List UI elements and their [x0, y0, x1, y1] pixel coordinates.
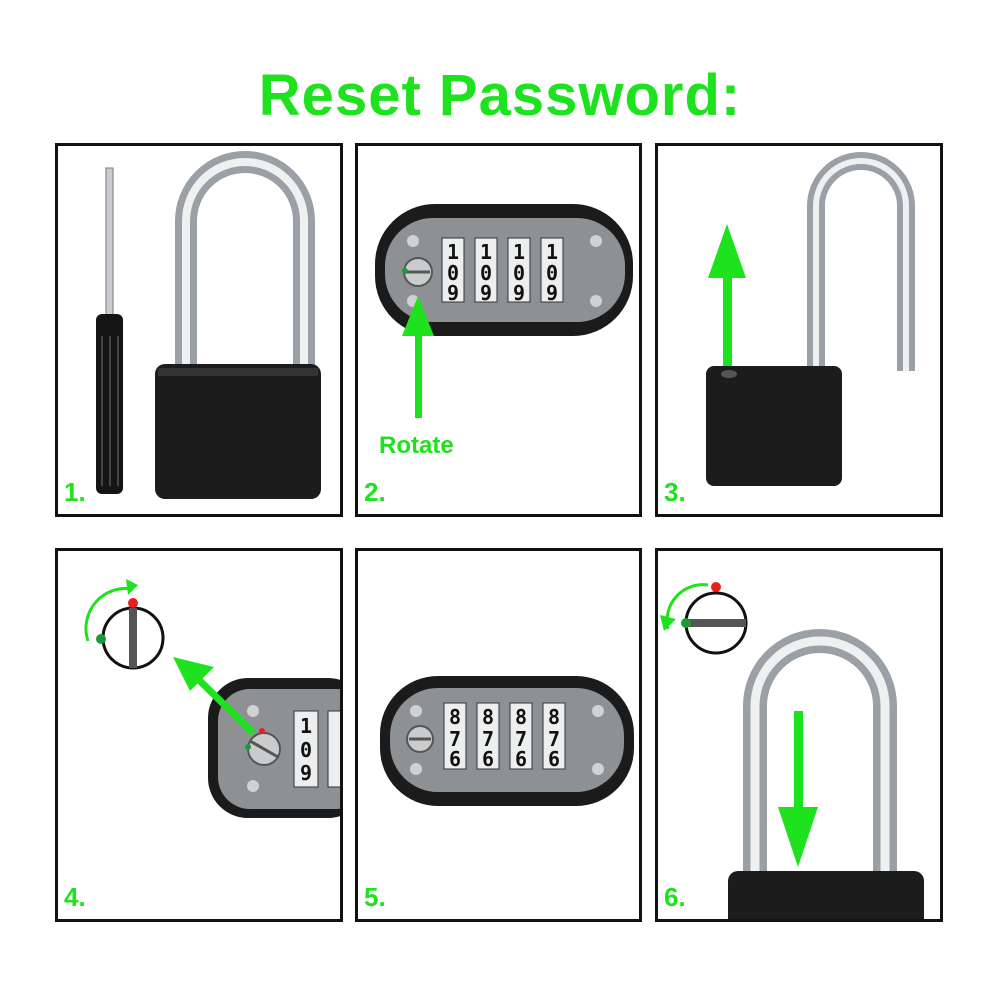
digit-wheels: [441, 237, 564, 303]
wheel-digit: 7: [548, 727, 560, 751]
step-number: 5.: [364, 882, 386, 912]
wheel-digit: 6: [449, 747, 461, 771]
step-number: 4.: [64, 882, 86, 912]
padlock-closing-icon: [728, 629, 924, 919]
step-3-illustration: [706, 152, 915, 486]
wheel-digit: 0: [513, 261, 525, 285]
arrow-down-icon: [778, 711, 818, 867]
arrow-up-icon: [402, 296, 434, 418]
wheel-digit: 0: [546, 261, 558, 285]
wheel-digit: 1: [546, 240, 558, 264]
wheel-digit: 8: [482, 705, 494, 729]
step-5-illustration: 8 7 6 8 7 6 8 7 6 8 7 6: [380, 676, 634, 806]
wheel-digit: 7: [515, 727, 527, 751]
page-title: Reset Password:: [258, 63, 742, 128]
wheel-digit: 6: [482, 747, 494, 771]
step-1-illustration: [96, 151, 321, 499]
step-4-panel: 1 0 9 4.: [55, 548, 343, 922]
wheel-digit: 9: [546, 281, 558, 305]
wheel-digit: 9: [300, 761, 312, 785]
rotate-clockwise-indicator-icon: [84, 579, 165, 670]
step-3-panel: 3.: [655, 143, 943, 517]
step-2-panel: 1 0 9 1 0 9 1 0 9 1 0 9 Rotate 2.: [355, 143, 642, 517]
step-5-panel: 8 7 6 8 7 6 8 7 6 8 7 6 5.: [355, 548, 642, 922]
dial-window: [380, 676, 634, 806]
step-number: 6.: [664, 882, 686, 912]
wheel-digit: 9: [480, 281, 492, 305]
wheel-digit: 0: [480, 261, 492, 285]
padlock-closed-icon: [155, 151, 321, 499]
dial-window: 1 0 9 1 0 9 1 0 9 1 0 9: [375, 204, 633, 336]
step-6-illustration: [660, 582, 924, 919]
step-1-panel: 1.: [55, 143, 343, 517]
padlock-open-icon: [706, 152, 915, 486]
arrow-up-icon: [708, 224, 746, 366]
wheel-digit: 8: [449, 705, 461, 729]
wheel-digit: 0: [300, 738, 312, 762]
step-number: 1.: [64, 477, 86, 507]
wheel-digit: 6: [548, 747, 560, 771]
dial-window: [208, 678, 340, 818]
wheel-digit: 1: [480, 240, 492, 264]
rotate-label: Rotate: [379, 432, 454, 459]
wheel-digit: 1: [447, 240, 459, 264]
wheel-digit: 1: [300, 714, 312, 738]
wheel-digit: 7: [482, 727, 494, 751]
wheel-digit: 6: [515, 747, 527, 771]
wheel-digit: 0: [447, 261, 459, 285]
screwdriver-icon: [96, 167, 123, 494]
wheel-digit: 7: [449, 727, 461, 751]
wheel-digit: 8: [548, 705, 560, 729]
wheel-digit: 9: [513, 281, 525, 305]
wheel-digit: 8: [515, 705, 527, 729]
step-4-illustration: 1 0 9: [84, 579, 340, 818]
step-2-illustration: 1 0 9 1 0 9 1 0 9 1 0 9: [375, 204, 633, 418]
pointer-arrow-icon: [173, 657, 256, 736]
wheel-digit: 1: [513, 240, 525, 264]
step-number: 3.: [664, 477, 686, 507]
wheel-digit: 9: [447, 281, 459, 305]
step-number: 2.: [364, 477, 386, 507]
rotate-counterclockwise-indicator-icon: [660, 582, 748, 655]
step-6-panel: 6.: [655, 548, 943, 922]
